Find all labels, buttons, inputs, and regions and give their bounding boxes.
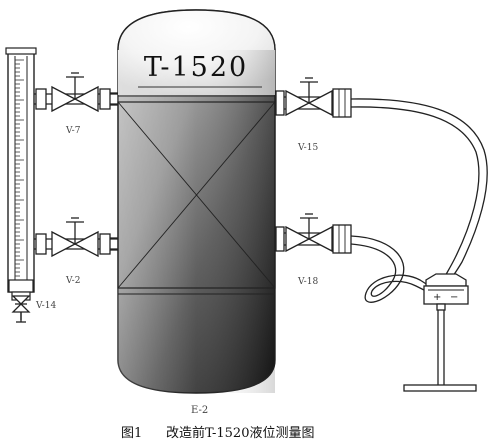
level-transmitter: + − [403,273,477,392]
valve-v14[interactable] [11,295,31,323]
figure-caption: 改造前T-1520液位测量图 [166,425,314,441]
vessel-tag: E-2 [191,405,208,416]
figure-number: 图1 [121,426,142,441]
impulse-tubes [350,98,488,303]
valve-v18-label: V-18 [297,277,318,287]
valve-v15[interactable] [275,77,352,118]
level-gauge [5,47,37,301]
svg-text:−: − [450,292,458,303]
valve-v18[interactable] [275,213,352,254]
valve-v7[interactable] [34,72,118,113]
valve-v2[interactable] [34,217,118,258]
vessel-title: T-1520 [144,52,248,83]
vessel-t1520: T-1520 [117,9,276,394]
valve-v15-label: V-15 [297,143,318,153]
valve-v2-label: V-2 [65,276,80,286]
valve-v7-label: V-7 [65,126,81,136]
svg-text:+: + [433,292,441,303]
valve-v14-label: V-14 [35,301,56,311]
